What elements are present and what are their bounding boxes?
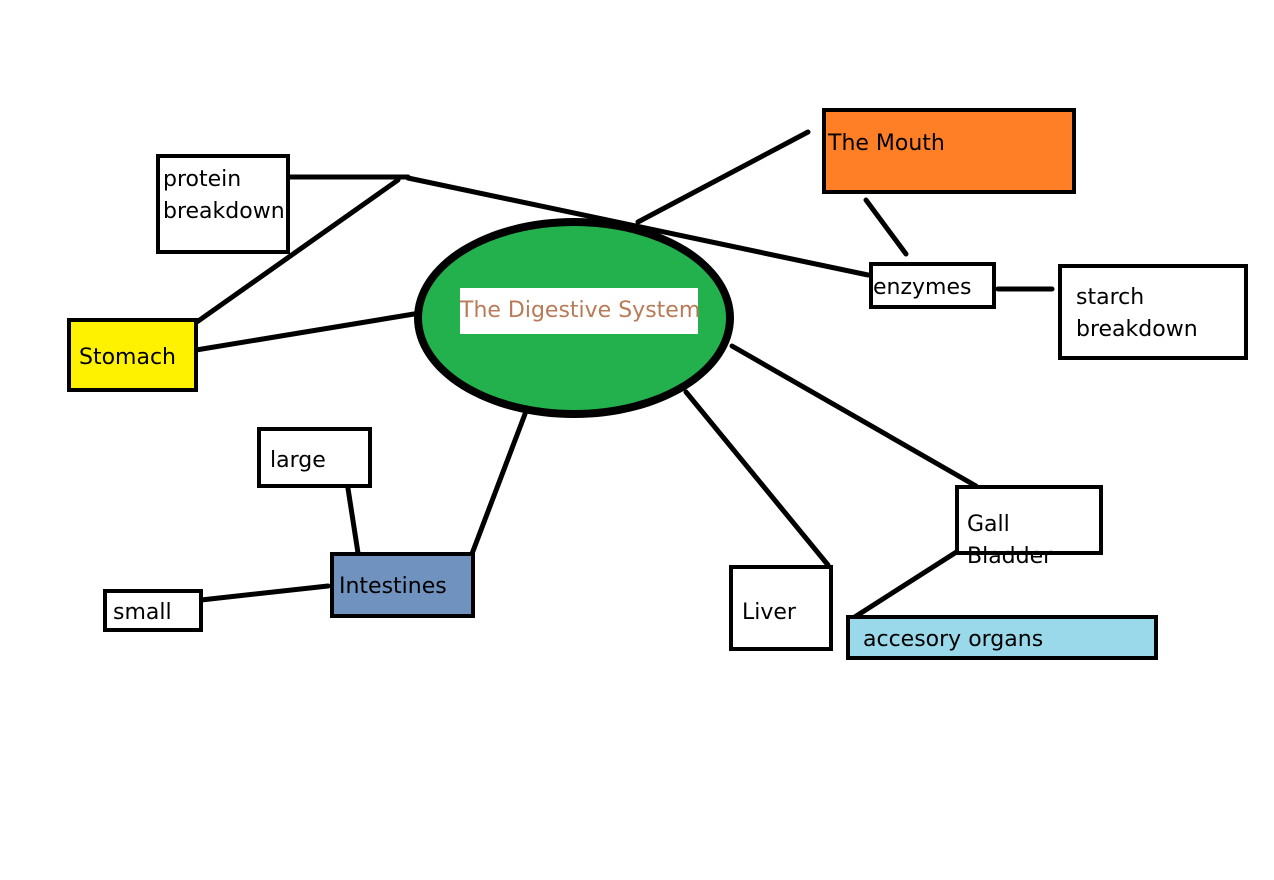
node-small-label: small xyxy=(113,600,172,625)
connector-center-liver xyxy=(683,389,831,568)
node-enzymes: enzymes xyxy=(869,262,996,309)
node-small: small xyxy=(103,589,203,632)
node-stomach-label: Stomach xyxy=(79,345,177,370)
node-enzymes-label: enzymes xyxy=(873,275,972,300)
connector-stomach-center xyxy=(193,311,417,353)
node-large-label: large xyxy=(270,448,326,473)
node-intestines: Intestines xyxy=(330,552,475,618)
node-starch-breakdown-label: starch breakdown xyxy=(1076,285,1198,342)
center-node-label: The Digestive System xyxy=(460,288,700,334)
connector-center-mouth xyxy=(635,129,811,225)
connector-large-intestines xyxy=(344,479,361,556)
node-stomach: Stomach xyxy=(67,318,198,392)
connector-junction-stomach xyxy=(191,177,401,327)
node-protein-breakdown: protein breakdown xyxy=(156,154,290,254)
node-the-mouth: The Mouth xyxy=(822,108,1076,194)
connector-mouth-enzymes xyxy=(863,197,909,257)
node-the-mouth-label: The Mouth xyxy=(828,131,945,156)
node-protein-breakdown-label: protein breakdown xyxy=(163,167,285,224)
node-gall-bladder: Gall Bladder xyxy=(955,485,1103,569)
connector-gallbladder-accessory xyxy=(847,548,961,623)
node-liver: Liver xyxy=(729,565,833,651)
node-large: large xyxy=(257,427,372,488)
node-accessory-organs: accesory organs xyxy=(846,615,1158,660)
connector-small-intestines xyxy=(198,583,331,603)
connector-center-intestines xyxy=(467,411,528,562)
connector-center-gallbladder xyxy=(729,343,979,489)
node-starch-breakdown: starch breakdown xyxy=(1058,264,1248,360)
node-gall-bladder-label: Gall Bladder xyxy=(967,512,1053,569)
node-accessory-organs-label: accesory organs xyxy=(863,627,1044,652)
node-liver-label: Liver xyxy=(742,600,796,625)
node-intestines-label: Intestines xyxy=(339,574,447,599)
